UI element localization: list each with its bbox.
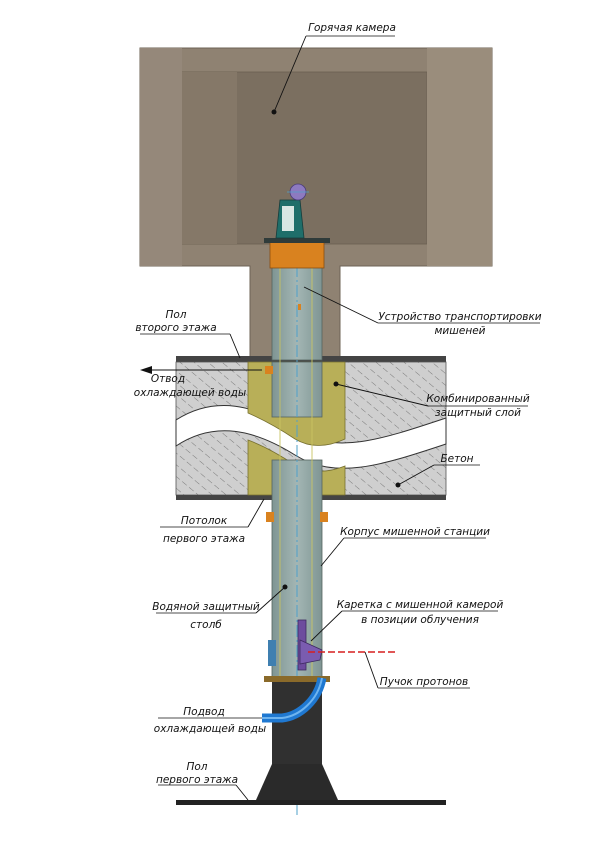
label-water-outlet-1: Отвод: [151, 373, 185, 385]
cooling-water-pipe: [262, 676, 327, 723]
label-second-floor-1: Пол: [165, 309, 186, 321]
water-outlet-arrow: [140, 366, 262, 374]
label-combined-shield-2: защитный слой: [435, 407, 521, 419]
hot-cell: [139, 47, 493, 361]
label-concrete: Бетон: [440, 453, 473, 465]
label-water-outlet-2: охлаждающей воды: [134, 387, 246, 399]
label-carriage-2: в позиции облучения: [361, 614, 479, 626]
label-combined-shield-1: Комбинированный: [426, 393, 530, 405]
leader-lines: [140, 35, 540, 801]
water-shield-column: [271, 205, 323, 815]
label-ceiling-2: первого этажа: [163, 533, 245, 545]
label-water-column-2: столб: [190, 619, 222, 631]
label-water-column-1: Водяной защитный: [152, 601, 260, 613]
label-second-floor-2: второго этажа: [135, 322, 216, 334]
label-water-inlet-2: охлаждающей воды: [154, 723, 266, 735]
label-hot-cell: Горячая камера: [308, 22, 396, 34]
label-water-inlet-1: Подвод: [183, 706, 224, 718]
label-carriage-1: Каретка с мишенной камерой: [337, 599, 504, 611]
label-station-housing: Корпус мишенной станции: [340, 526, 490, 538]
label-transport-device-2: мишеней: [435, 325, 486, 337]
label-transport-device-1: Устройство транспортировки: [378, 311, 541, 323]
label-proton-beam: Пучок протонов: [380, 676, 468, 688]
label-first-floor-2: первого этажа: [156, 774, 238, 786]
label-ceiling-1: Потолок: [181, 515, 228, 527]
label-first-floor-1: Пол: [186, 761, 207, 773]
mounting-brackets: [265, 304, 328, 522]
transport-head-icon: [264, 183, 330, 269]
